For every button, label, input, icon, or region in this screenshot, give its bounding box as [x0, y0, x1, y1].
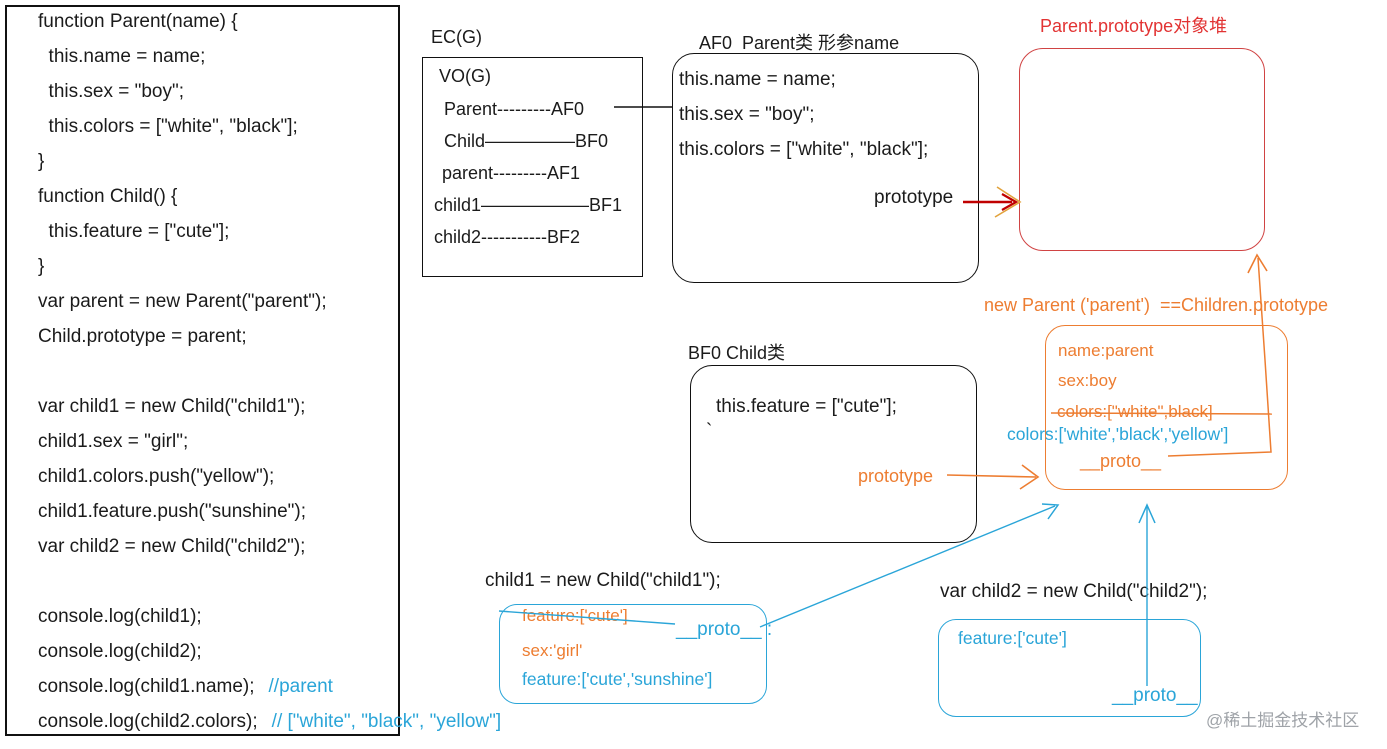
child1-feature-old: feature:['cute']	[522, 606, 628, 625]
child2-proto-arrowhead	[1138, 503, 1156, 524]
af0-label: AF0 Parent类 形参name	[699, 33, 900, 53]
heap-box	[1019, 48, 1265, 251]
heap-label: Parent.prototype对象堆	[1040, 16, 1228, 36]
proto-obj-sex: sex:boy	[1058, 371, 1117, 390]
child1-box	[499, 604, 767, 704]
child1-feature-new: feature:['cute','sunshine']	[522, 669, 713, 689]
child1-proto-label: __proto__ :	[676, 619, 773, 640]
code-line: }	[38, 151, 45, 172]
code-line: this.colors = ["white", "black"];	[38, 116, 298, 137]
code-line: console.log(child1.name);//parent	[38, 676, 333, 697]
ec-row-child2-bf2: child2-----------BF2	[434, 227, 580, 247]
code-line: }	[38, 256, 45, 277]
code-line: child1.feature.push("sunshine");	[38, 501, 307, 522]
code-line: this.sex = "boy";	[38, 81, 185, 102]
bf0-backtick: `	[706, 421, 713, 442]
child1-title: child1 = new Child("child1");	[485, 570, 721, 591]
ec-row-parent-af0: Parent---------AF0	[444, 99, 584, 119]
code-line: function Parent(name) {	[38, 11, 238, 32]
ec-vo-label: VO(G)	[439, 66, 491, 86]
proto-obj-colors-old: colors:["white",black]	[1057, 402, 1213, 421]
ec-row-child1-bf1: child1——————BF1	[434, 195, 623, 215]
code-line: child1.colors.push("yellow");	[38, 466, 275, 487]
code-panel: function Parent(name) { this.name = name…	[5, 5, 501, 736]
af0-prototype-label: prototype	[874, 187, 954, 208]
bf0-label: BF0 Child类	[688, 343, 786, 363]
child2-feature: feature:['cute']	[958, 628, 1067, 648]
af0-line-name: this.name = name;	[679, 69, 836, 90]
ec-row-child-bf0: Child—————BF0	[444, 131, 609, 151]
proto-obj-label: new Parent ('parent') ==Children.prototy…	[984, 295, 1329, 315]
bf0-box: this.feature = ["cute"]; ` prototype	[690, 365, 977, 543]
proto-obj-name: name:parent	[1058, 341, 1154, 360]
bf0-line-feature: this.feature = ["cute"];	[716, 396, 897, 417]
child1-proto-arrowhead	[1041, 503, 1060, 520]
code-comment-colors: // ["white", "black", "yellow"]	[271, 711, 502, 732]
code-line: var child1 = new Child("child1");	[38, 396, 306, 417]
code-line: console.log(child2);	[38, 641, 202, 662]
child1-sex: sex:'girl'	[522, 641, 583, 660]
code-line: this.name = name;	[38, 46, 206, 67]
prototype-to-heap-arrowhead	[1001, 193, 1019, 211]
child2-title: var child2 = new Child("child2");	[940, 581, 1208, 602]
code-line-blank	[38, 564, 501, 599]
code-line: console.log(child1);	[38, 606, 202, 627]
code-line: var child2 = new Child("child2");	[38, 536, 306, 557]
af0-line-colors: this.colors = ["white", "black"];	[679, 139, 929, 160]
proto-obj-colors-new: colors:['white','black','yellow']	[1007, 424, 1229, 444]
watermark: @稀土掘金技术社区	[1206, 711, 1360, 730]
code-line-blank	[38, 354, 501, 389]
code-line: Child.prototype = parent;	[38, 326, 247, 347]
child2-box	[938, 619, 1201, 717]
proto-obj-box	[1045, 325, 1288, 490]
code-line: function Child() {	[38, 186, 178, 207]
ec-row-parent-af1: parent---------AF1	[442, 163, 580, 183]
code-comment-parent: //parent	[268, 676, 333, 697]
code-line: var parent = new Parent("parent");	[38, 291, 327, 312]
code-lines: function Parent(name) { this.name = name…	[38, 4, 501, 739]
prototype-to-heap-arrowhead-orange	[994, 186, 1022, 218]
af0-line-sex: this.sex = "boy";	[679, 104, 815, 125]
code-line: this.feature = ["cute"];	[38, 221, 230, 242]
child2-proto-label: __proto__	[1112, 685, 1198, 706]
proto-obj-proto-label: __proto__	[1080, 451, 1162, 471]
ec-box: VO(G) Parent---------AF0 Child—————BF0 p…	[422, 57, 643, 277]
code-line: console.log(child2.colors);// ["white", …	[38, 711, 502, 732]
bf0-prototype-label: prototype	[858, 466, 934, 486]
ec-label: EC(G)	[431, 27, 482, 47]
code-line: child1.sex = "girl";	[38, 431, 189, 452]
proto-obj-to-heap-arrowhead	[1247, 253, 1268, 274]
af0-box: this.name = name; this.sex = "boy"; this…	[672, 53, 979, 283]
bf0-prototype-arrowhead	[1019, 464, 1040, 490]
